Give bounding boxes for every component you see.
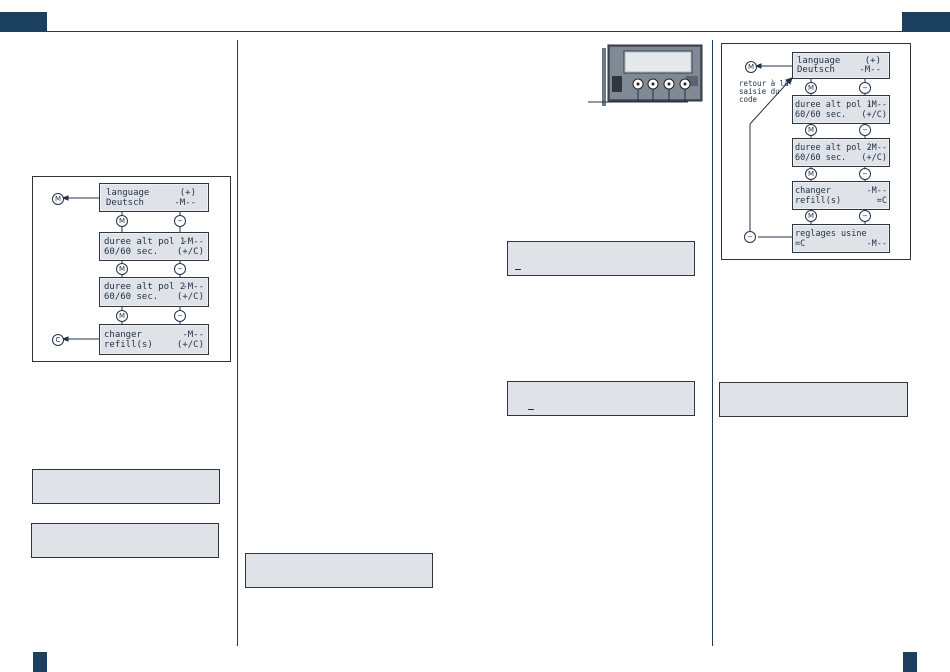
minus-key-icon: − [859,210,871,222]
lcd-text: reglages usine [795,229,867,239]
right-menu-diagram: M − retour à la saisie du code language … [721,43,911,260]
header-tab-left [0,12,47,32]
lcd-text: -M-- [182,282,204,292]
lcd-text: (+/C) [176,292,204,302]
clear-key-icon: C [52,334,64,346]
lcd-text: 60/60 sec. [104,292,159,302]
lcd-text: duree alt pol 2 [795,143,872,153]
mode-key-icon: M [116,263,128,275]
lcd-display-blank [32,469,220,504]
lcd-display-blank [719,382,908,417]
lcd-text: (+) [864,56,881,66]
lcd-changer-refill: changer -M-- refill(s) =C [792,181,890,210]
minus-key-icon: − [174,215,186,227]
column-divider-2 [712,40,713,646]
footer-tab-right [903,652,917,672]
lcd-cursor [515,269,521,270]
footer-tab-left [33,652,47,672]
lcd-reglages-usine: reglages usine =C -M-- [792,224,890,253]
lcd-language: language (+) Deutsch -M-- [99,183,209,212]
lcd-text: =C [876,196,887,206]
minus-key-icon: − [744,231,756,243]
lcd-text: (+/C) [176,247,204,257]
lcd-text: refill(s) [104,340,153,350]
column-divider-1 [237,40,238,646]
controller-board-photo [588,40,704,114]
lcd-text: (+/C) [861,110,887,120]
lcd-text: changer [104,330,142,340]
lcd-text: -M-- [859,65,881,75]
lcd-text: 60/60 sec. [795,110,847,120]
lcd-text: 60/60 sec. [795,153,847,163]
lcd-text: duree alt pol 1 [104,237,186,247]
lcd-text: language [797,56,841,66]
return-to-code-note: retour à la saisie du code [739,79,789,104]
header-rule [0,31,950,32]
controller-board-drawing [588,44,703,106]
mode-key-icon: M [805,124,817,136]
lcd-text: (+/C) [861,153,887,163]
lcd-language: language (+) Deutsch -M-- [792,52,890,79]
mode-key-icon: M [805,82,817,94]
lcd-cursor [528,409,534,410]
lcd-code-entry [507,381,695,416]
minus-key-icon: − [174,263,186,275]
mode-key-icon: M [116,215,128,227]
lcd-text: -M-- [182,330,204,340]
lcd-text: -M-- [174,198,196,208]
lcd-text: -M-- [866,100,887,110]
mode-key-icon: M [52,193,64,205]
minus-key-icon: − [859,168,871,180]
lcd-text: duree alt pol 2 [104,282,186,292]
left-menu-diagram: M C language (+) Deutsch -M-- M − duree … [32,176,231,362]
lcd-text: (+/C) [176,340,204,350]
lcd-text: Deutsch [797,65,835,75]
lcd-text: -M-- [866,143,887,153]
lcd-text: -M-- [182,237,204,247]
lcd-duree-alt-pol-2: duree alt pol 2 -M-- 60/60 sec. (+/C) [99,277,209,307]
lcd-text: changer [795,186,831,196]
mode-key-icon: M [745,61,757,73]
lcd-display-blank [245,553,433,588]
lcd-text: -M-- [866,239,887,249]
mode-key-icon: M [116,310,128,322]
lcd-changer-refill: changer -M-- refill(s) (+/C) [99,324,209,355]
mode-key-icon: M [805,210,817,222]
lcd-text: language [106,188,150,198]
lcd-text: duree alt pol 1 [795,100,872,110]
lcd-duree-alt-pol-1: duree alt pol 1 -M-- 60/60 sec. (+/C) [99,232,209,261]
lcd-code-entry [507,241,695,276]
lcd-duree-alt-pol-2: duree alt pol 2 -M-- 60/60 sec. (+/C) [792,138,890,167]
minus-key-icon: − [859,124,871,136]
lcd-text: -M-- [866,186,887,196]
minus-key-icon: − [859,82,871,94]
lcd-text: Deutsch [106,198,144,208]
lcd-display-blank [31,523,219,558]
header-tab-right [902,12,950,32]
mode-key-icon: M [805,168,817,180]
lcd-text: (+) [179,188,196,198]
lcd-text: 60/60 sec. [104,247,159,257]
lcd-duree-alt-pol-1: duree alt pol 1 -M-- 60/60 sec. (+/C) [792,95,890,124]
lcd-text: refill(s) [795,196,842,206]
lcd-text: =C [795,239,806,249]
minus-key-icon: − [174,310,186,322]
